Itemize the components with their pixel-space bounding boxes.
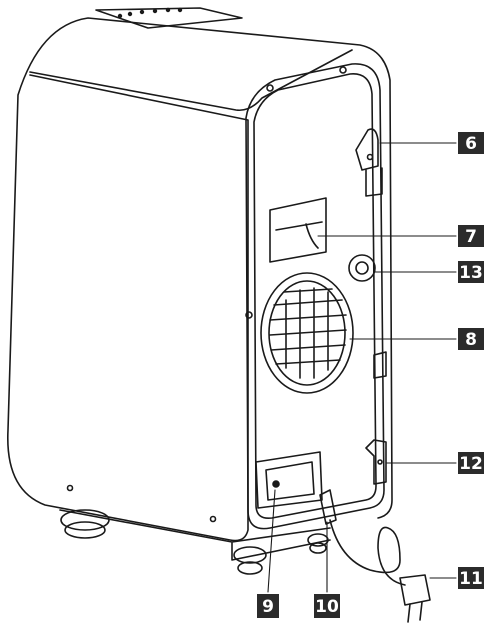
socket-symbol [272,480,280,488]
callout-label: 11 [459,569,483,589]
callout-label: 8 [465,330,477,350]
cord-exit-10 [319,489,337,525]
callout-label: 10 [315,597,339,617]
callout-box [458,452,484,474]
side-dot-left [66,484,74,492]
screw-right [339,66,347,74]
callout-label: 9 [262,597,274,617]
callout-box [458,132,484,154]
callout-label: 13 [459,263,483,283]
callout-box [314,594,340,618]
callout-13: 13 [458,261,484,283]
callout-11: 11 [458,567,484,589]
callout-6: 6 [458,132,484,154]
cord-hook-hole [377,459,383,465]
callout-box [458,328,484,350]
plug-pins [407,601,423,623]
socket-panel-9 [255,451,323,509]
top-panel-edge [29,49,353,112]
wheel-rear-right-bottom [309,542,327,554]
callout-12: 12 [458,452,484,474]
wheel-rear-right [307,533,329,547]
callout-label: 7 [465,227,477,247]
base-bottom [59,509,331,561]
wheel-front-left [60,509,110,531]
callout-10: 10 [314,594,340,618]
leader-lines [267,142,457,593]
control-panel [95,7,243,29]
wheel-rear-left [233,546,267,564]
grille-slats [269,287,347,379]
callout-box [458,225,484,247]
wheel-rear-left-bottom [237,561,263,575]
callout-9: 9 [257,594,279,618]
callout-box [458,261,484,283]
screw-left [266,84,274,92]
callout-box [458,567,484,589]
exhaust-grille-8 [260,272,354,394]
side-dot-right [209,515,217,523]
plug-body [399,574,431,606]
control-buttons [117,7,183,19]
cord-hook-12 [365,439,387,485]
drain-plug-13 [348,254,376,282]
power-cord-11 [329,519,406,586]
callout-label: 12 [459,454,483,474]
exhaust-grille-inner [268,280,346,386]
callout-label: 6 [465,134,477,154]
wheel-front-left-bottom [64,521,106,539]
upper-hook-6 [355,128,383,197]
drain-plug-inner [355,261,369,275]
rear-panel-inner [253,73,377,520]
side-screw [245,311,253,319]
rear-panel-frame [245,63,385,530]
unit-body-outline [7,17,393,542]
upper-hook-hole [366,153,374,161]
callout-7: 7 [458,225,484,247]
callout-8: 8 [458,328,484,350]
callout-layer: 6 7 13 8 12 11 9 10 [257,132,484,618]
lower-hook [373,351,387,379]
handle-recess-7 [269,197,327,263]
callout-box [257,594,279,618]
